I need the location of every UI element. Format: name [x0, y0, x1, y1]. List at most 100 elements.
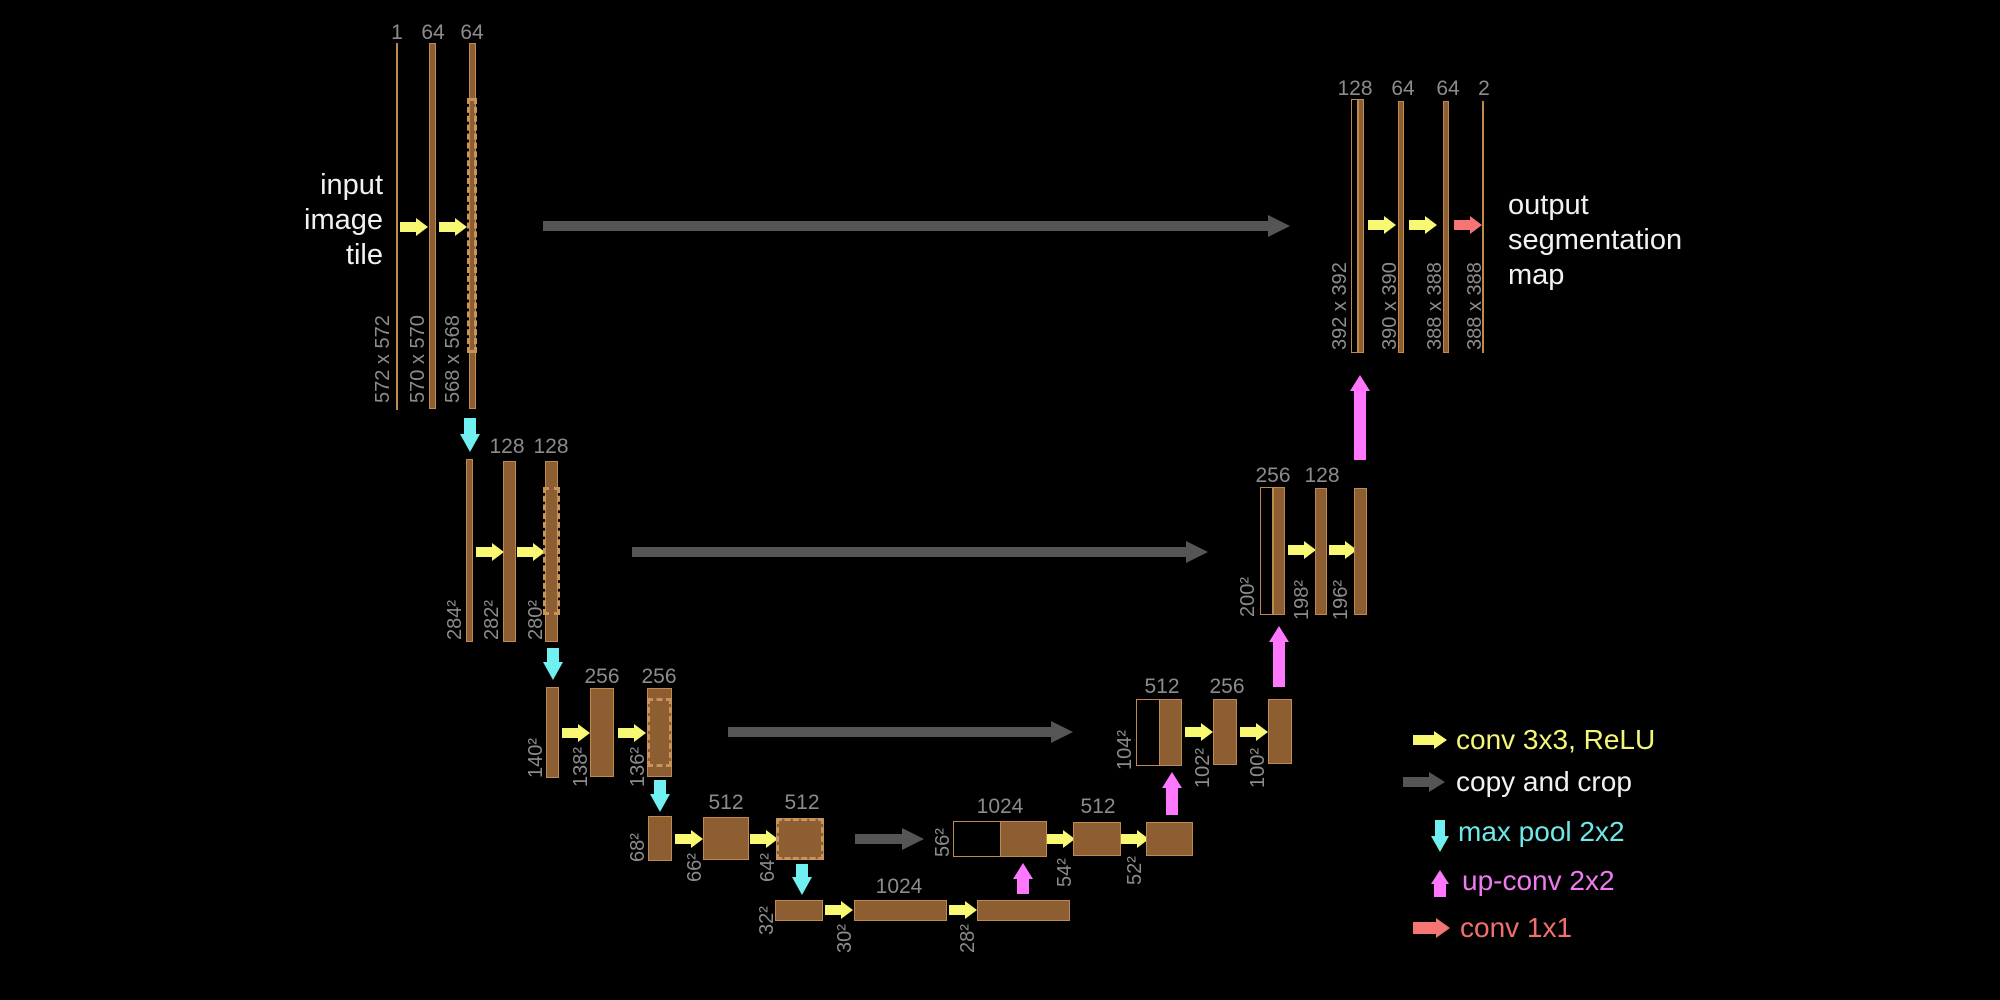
conv3x3-relu-arrow-icon	[1288, 541, 1316, 559]
input-caption-line: tile	[345, 239, 383, 271]
copy-and-crop-arrow-icon	[543, 215, 1290, 237]
channel-count-label: 128	[533, 435, 569, 458]
conv3x3-relu-arrow-icon	[949, 901, 977, 919]
channel-count-label: 512	[708, 791, 744, 814]
dec2-conv1-feature-map	[1315, 488, 1327, 615]
output-caption-line: output	[1508, 189, 1589, 221]
conv3x3-relu-arrow-icon	[1368, 216, 1396, 234]
conv3x3-relu-arrow-icon	[400, 218, 428, 236]
conv3x3-relu-arrow-icon	[1121, 830, 1149, 848]
dec3-conv1-feature-map	[1213, 699, 1237, 765]
conv3x3-relu-arrow-icon	[1047, 830, 1075, 848]
output-caption-line: segmentation	[1508, 224, 1683, 256]
dec2-copied-feature-map	[1260, 487, 1273, 615]
output-map-line	[1482, 101, 1484, 353]
up-conv-arrow-icon	[1162, 772, 1182, 815]
legend-label: max pool 2x2	[1458, 816, 1625, 847]
spatial-size-label: 68²	[627, 833, 649, 862]
legend-conv1x1-arrow-icon	[1413, 918, 1450, 938]
channel-count-label: 1	[391, 21, 403, 44]
conv3x3-relu-arrow-icon	[618, 724, 646, 742]
channel-count-label: 1024	[976, 795, 1024, 818]
conv3x3-relu-arrow-icon	[439, 218, 467, 236]
conv3x3-relu-arrow-icon	[476, 543, 504, 561]
input-image-tile-caption: input image tile	[304, 168, 383, 273]
legend-up-conv-arrow-icon	[1431, 870, 1449, 897]
spatial-size-label: 30²	[834, 924, 856, 953]
conv3x3-relu-arrow-icon	[562, 724, 590, 742]
spatial-size-label: 390 x 390	[1379, 262, 1401, 350]
copy-and-crop-arrow-icon	[632, 541, 1208, 563]
spatial-size-label: 198²	[1291, 579, 1313, 620]
channel-count-label: 64	[460, 21, 484, 44]
channel-count-label: 128	[489, 435, 525, 458]
up-conv-arrow-icon	[1350, 375, 1370, 460]
enc4-conv1-feature-map	[703, 817, 749, 860]
enc1-crop-region	[467, 98, 477, 353]
dec4-conv1-feature-map	[1073, 822, 1121, 856]
enc4-crop-region	[776, 818, 824, 860]
channel-count-label: 256	[1255, 464, 1291, 487]
enc3-conv1-feature-map	[590, 688, 614, 777]
conv3x3-relu-arrow-icon	[825, 901, 853, 919]
input-caption-line: image	[304, 204, 383, 236]
channel-count-label: 256	[584, 665, 620, 688]
conv3x3-relu-arrow-icon	[1185, 723, 1213, 741]
enc2-pooled-feature-map	[466, 459, 473, 642]
spatial-size-label: 284²	[444, 599, 466, 640]
enc2-conv1-feature-map	[503, 461, 516, 642]
channel-count-label: 1024	[875, 875, 923, 898]
max-pool-arrow-icon	[460, 418, 480, 452]
spatial-size-label: 52²	[1124, 856, 1146, 885]
spatial-size-label: 64²	[757, 853, 779, 882]
copy-and-crop-arrow-icon	[728, 721, 1073, 743]
spatial-size-label: 282²	[481, 599, 503, 640]
max-pool-arrow-icon	[543, 648, 563, 680]
channel-count-label: 128	[1304, 464, 1340, 487]
spatial-size-label: 66²	[684, 853, 706, 882]
legend-conv-arrow-icon	[1413, 731, 1447, 749]
channel-count-label: 64	[1391, 77, 1415, 100]
dec1-upconv-feature-map	[1358, 99, 1364, 353]
spatial-size-label: 54²	[1054, 858, 1076, 887]
spatial-size-label: 388 x 388	[1464, 262, 1486, 350]
legend-label: up-conv 2x2	[1462, 865, 1615, 896]
conv3x3-relu-arrow-icon	[1329, 541, 1357, 559]
max-pool-arrow-icon	[650, 780, 670, 812]
channel-count-label: 64	[421, 21, 445, 44]
channel-count-label: 64	[1436, 77, 1460, 100]
spatial-size-label: 572 x 572	[372, 315, 394, 403]
max-pool-arrow-icon	[792, 864, 812, 895]
dec1-conv1-feature-map	[1398, 101, 1404, 353]
output-segmentation-map-caption: output segmentation map	[1508, 188, 1682, 293]
spatial-size-label: 104²	[1114, 729, 1136, 770]
spatial-size-label: 392 x 392	[1329, 262, 1351, 350]
spatial-size-label: 200²	[1237, 576, 1259, 617]
channel-count-label: 512	[1080, 795, 1116, 818]
spatial-size-label: 568 x 568	[442, 315, 464, 403]
channel-count-label: 256	[1209, 675, 1245, 698]
spatial-size-label: 280²	[525, 599, 547, 640]
bottleneck-conv2-feature-map	[977, 900, 1070, 921]
conv3x3-relu-arrow-icon	[517, 543, 545, 561]
dec2-upconv-feature-map	[1273, 487, 1285, 615]
spatial-size-label: 138²	[570, 746, 592, 787]
spatial-size-label: 140²	[525, 737, 547, 778]
spatial-size-label: 388 x 388	[1424, 262, 1446, 350]
spatial-size-label: 100²	[1247, 747, 1269, 788]
conv3x3-relu-arrow-icon	[750, 830, 778, 848]
dec3-upconv-feature-map	[1159, 699, 1182, 766]
spatial-size-label: 570 x 570	[407, 315, 429, 403]
dec4-upconv-feature-map	[1000, 821, 1047, 857]
channel-count-label: 512	[1144, 675, 1180, 698]
dec4-conv2-feature-map	[1146, 822, 1193, 856]
dec2-conv2-feature-map	[1354, 488, 1367, 615]
up-conv-arrow-icon	[1269, 626, 1289, 687]
legend-label: conv 1x1	[1460, 912, 1573, 943]
legend-label: conv 3x3, ReLU	[1456, 724, 1656, 755]
channel-count-label: 512	[784, 791, 820, 814]
spatial-size-label: 196²	[1330, 579, 1352, 620]
channel-count-label: 2	[1478, 77, 1490, 100]
channel-count-label: 256	[641, 665, 677, 688]
